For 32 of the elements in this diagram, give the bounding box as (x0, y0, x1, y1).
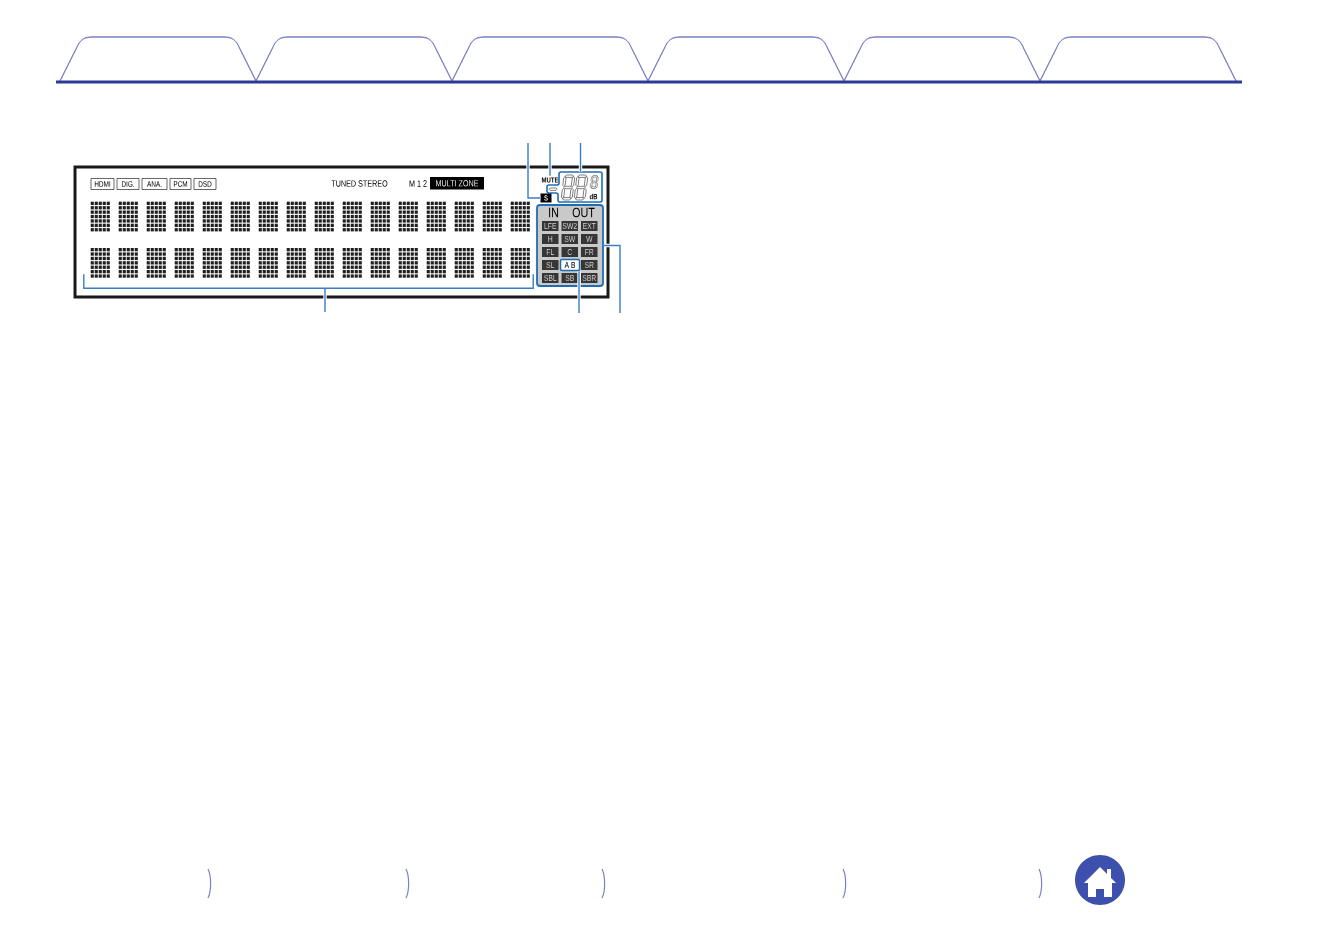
channel-indicator: SBR (581, 273, 598, 283)
channel-indicator: C (561, 247, 578, 257)
channel-indicator: EXT (581, 221, 598, 231)
channel-indicator: A B (559, 258, 581, 272)
display-frame (73, 165, 610, 299)
channel-indicator: H (542, 234, 559, 244)
leader-line (578, 142, 583, 173)
leader-line (603, 243, 622, 314)
column-heading: IN (549, 207, 559, 218)
leader-line (577, 270, 581, 314)
channel-indicator: SR (581, 260, 598, 270)
channel-indicator: FR (581, 247, 598, 257)
indicator-tag: MULTI ZONE (430, 177, 484, 190)
indicator-text: TUNED STEREO (331, 180, 388, 187)
indicator-tag: HDMI (90, 178, 115, 190)
indicator-tag: DSD (193, 178, 217, 190)
indicator-text: M 1 2 (409, 180, 427, 187)
indicator-tag: DIG. (116, 178, 140, 190)
leader-line (548, 142, 552, 177)
channel-indicator: SBL (542, 273, 559, 283)
column-heading: OUT (572, 207, 595, 218)
channel-indicator: SW2 (561, 221, 578, 231)
channel-indicator: FL (542, 247, 559, 257)
channel-indicator: SW (561, 234, 578, 244)
channel-indicator: W (581, 234, 598, 244)
leader-line (526, 142, 541, 200)
indicator-tag: PCM (169, 178, 192, 190)
indicator-tag: ANA. (141, 178, 168, 190)
channel-indicator: LFE (542, 221, 559, 231)
channel-indicator: SL (542, 260, 559, 270)
leader-line (82, 272, 535, 314)
channel-indicator: SB (561, 273, 578, 283)
